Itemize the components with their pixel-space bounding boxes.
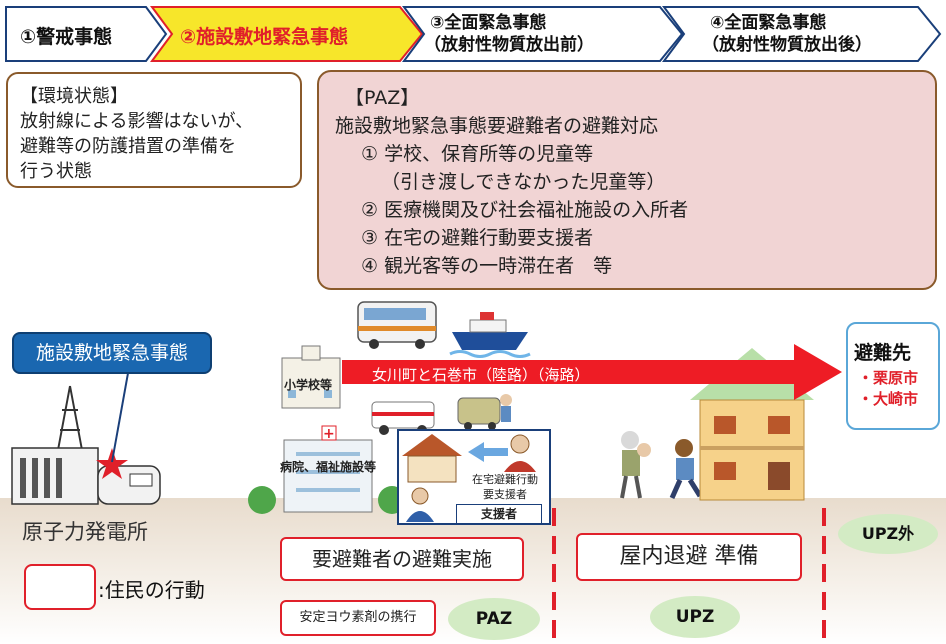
home-support-label: 在宅避難行動 要支援者 [462, 472, 548, 502]
supporter-label: 支援者 [456, 504, 542, 524]
evacuation-action-box: 要避難者の避難実施 [280, 537, 524, 581]
upz-zone-oval: UPZ [650, 596, 740, 638]
route-label: 女川町と石巻市（陸路）（海路） [372, 366, 590, 384]
paz-title: 【PAZ】 [345, 87, 420, 109]
plant-label: 原子力発電所 [22, 520, 148, 544]
evacuees-icon [620, 431, 703, 500]
person-icon [504, 434, 536, 472]
stage-4-shape [662, 6, 942, 62]
paz-box: 【PAZ】 施設敷地緊急事態要避難者の避難対応 ① 学校、保育所等の児童等 （引… [317, 70, 937, 290]
environment-line-1: 放射線による影響はないが、 [20, 111, 254, 132]
stage-1-label: ①警戒事態 [20, 25, 112, 48]
house-icon [402, 434, 462, 483]
legend-text: :住民の行動 [98, 578, 205, 602]
school-label: 小学校等 [284, 378, 333, 392]
destination-box: 避難先 ・栗原市 ・大崎市 [846, 322, 940, 430]
environment-title: 【環境状態】 [20, 86, 128, 107]
paz-item-2: ② 医療機関及び社会福祉施設の入所者 [361, 199, 689, 221]
paz-item-1: ① 学校、保育所等の児童等 [361, 143, 594, 165]
ship-icon [449, 312, 531, 358]
evacuation-route-arrow [342, 344, 842, 400]
star-icon [96, 448, 128, 479]
hospital-label: 病院、福祉施設等 [280, 460, 377, 474]
shelter-action-text: 屋内退避 準備 [619, 544, 759, 569]
emergency-callout: 施設敷地緊急事態 [12, 332, 212, 374]
supporter-person-icon [406, 487, 434, 522]
emergency-callout-text: 施設敷地緊急事態 [35, 342, 188, 364]
environment-line-2: 避難等の防護措置の準備を [20, 136, 236, 157]
destination-city-1: ・栗原市 [858, 369, 919, 387]
shelter-action-box: 屋内退避 準備 [576, 533, 802, 581]
home-support-label-line1: 在宅避難行動 [472, 473, 538, 486]
paz-item-4: ④ 観光客等の一時滞在者 等 [361, 255, 613, 277]
stage-2-shape [150, 6, 424, 62]
iodine-action-box: 安定ヨウ素剤の携行 [280, 600, 436, 636]
evacuation-action-text: 要避難者の避難実施 [312, 547, 492, 571]
zone-dividers [552, 508, 826, 644]
hospital-icon: + [248, 425, 406, 514]
paz-heading: 施設敷地緊急事態要避難者の避難対応 [335, 115, 659, 137]
destination-city-2: ・大崎市 [858, 390, 919, 408]
stage-4-label-line1: ④全面緊急事態 [710, 12, 826, 33]
legend-swatch [24, 564, 96, 610]
upz-outside-zone-label: UPZ外 [861, 524, 915, 543]
paz-item-1-note: （引き渡しできなかった児童等） [381, 171, 666, 193]
home-support-label-line2: 要支援者 [483, 488, 527, 501]
environment-line-3: 行う状態 [20, 161, 92, 182]
ambulance-icon [371, 401, 435, 435]
arrow-left-icon [468, 442, 508, 462]
bus-icon [357, 301, 437, 349]
upz-zone-label: UPZ [675, 607, 715, 627]
iodine-action-text: 安定ヨウ素剤の携行 [299, 610, 417, 625]
callout-pointer [111, 361, 131, 463]
stage-4-label-line2: （放射性物質放出後） [702, 34, 872, 55]
stage-bar: ①警戒事態 ②施設敷地緊急事態 ③全面緊急事態 （放射性物質放出前） ④全面緊急… [5, 6, 942, 62]
paz-zone-oval: PAZ [448, 598, 540, 640]
upz-outside-zone-oval: UPZ外 [838, 514, 938, 554]
destination-title: 避難先 [854, 342, 912, 364]
school-icon [281, 345, 341, 409]
svg-text:+: + [323, 426, 335, 442]
van-icon [457, 394, 512, 430]
paz-item-3: ③ 在宅の避難行動要支援者 [361, 227, 594, 249]
stage-3-label-line1: ③全面緊急事態 [430, 12, 546, 33]
supporter-label-text: 支援者 [480, 507, 517, 521]
stage-1-shape [5, 6, 168, 62]
paz-zone-label: PAZ [475, 609, 513, 629]
stage-3-shape [402, 6, 684, 62]
stage-2-label: ②施設敷地緊急事態 [180, 25, 348, 48]
environment-box: 【環境状態】 放射線による影響はないが、 避難等の防護措置の準備を 行う状態 [6, 72, 302, 188]
power-plant-icon [11, 385, 161, 505]
stage-3-label-line2: （放射性物質放出前） [424, 34, 594, 55]
